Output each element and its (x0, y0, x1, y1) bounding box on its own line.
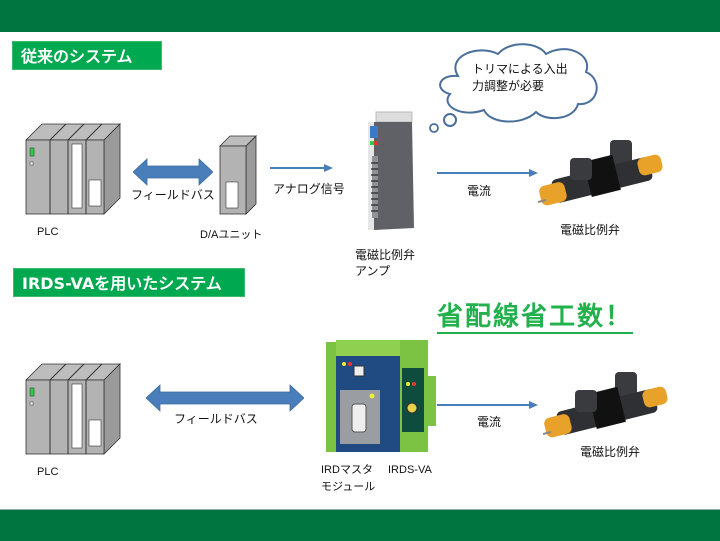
plc-label: PLC (37, 466, 59, 478)
headline-text: 省配線省工数！ (437, 302, 634, 334)
plc-rack-icon (25, 363, 121, 455)
thought-line1: トリマによる入出 (472, 62, 568, 76)
master-label-line1: IRDマスタ (321, 464, 373, 476)
fieldbus-label: フィールドバス (131, 188, 215, 202)
thought-line2: 力調整が必要 (472, 79, 545, 93)
ird-master-module-icon (326, 340, 436, 452)
header-bar (0, 0, 720, 32)
thought-bubble-text: トリマによる入出 力調整が必要 (472, 61, 568, 95)
valve-label: 電磁比例弁 (580, 445, 641, 459)
valve-label: 電磁比例弁 (560, 223, 621, 237)
right-arrow-icon (270, 164, 333, 172)
footer-bar (0, 509, 720, 541)
double-arrow-icon (146, 384, 304, 412)
proportional-valve-icon (543, 372, 668, 438)
section-title-conventional: 従来のシステム (12, 41, 162, 70)
analog-signal-label: アナログ信号 (273, 182, 345, 196)
section-title-irds: IRDS-VAを用いたシステム (13, 268, 245, 297)
amp-label-line1: 電磁比例弁 (355, 248, 416, 262)
da-unit-label: D/Aユニット (200, 229, 263, 241)
plc-label: PLC (37, 226, 59, 238)
thought-bubble-icon (429, 43, 598, 133)
proportional-valve-icon (538, 140, 663, 206)
amp-label-line2: アンプ (355, 264, 391, 278)
irds-va-label: IRDS-VA (388, 464, 432, 476)
amplifier-icon (368, 111, 414, 230)
fieldbus-label: フィールドバス (174, 412, 258, 426)
da-unit-icon (219, 135, 257, 215)
plc-rack-icon (25, 123, 121, 215)
right-arrow-icon (437, 401, 538, 409)
double-arrow-icon (133, 158, 213, 186)
current-label: 電流 (467, 184, 492, 198)
master-label-line2: モジュール (321, 481, 376, 493)
right-arrow-icon (437, 169, 538, 177)
current-label: 電流 (477, 415, 502, 429)
